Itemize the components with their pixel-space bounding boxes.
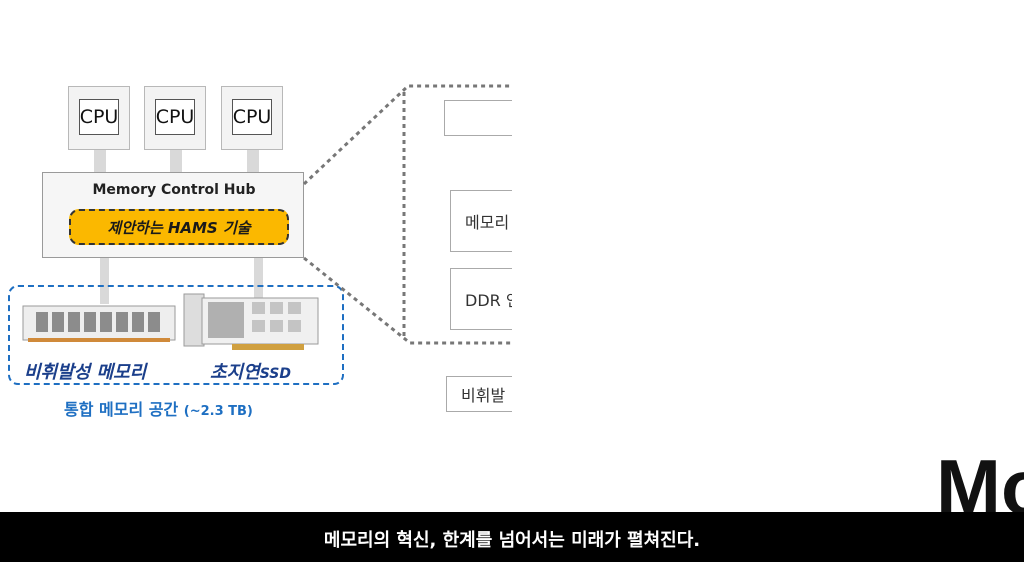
connector xyxy=(254,258,263,298)
logo: Mo xyxy=(930,440,1024,512)
detail-memory-box: 메모리 xyxy=(450,190,512,252)
connector xyxy=(94,150,106,172)
detail-nonvolatile-label: 비휘발 xyxy=(461,386,506,405)
hub-title: Memory Control Hub xyxy=(92,182,256,198)
unified-memory-caption: 통합 메모리 공간 (~2.3 TB) xyxy=(64,396,253,420)
detail-memory-label: 메모리 xyxy=(465,213,510,232)
ssd-card-icon xyxy=(183,293,319,350)
cpu-chip: CPU xyxy=(68,86,130,150)
detail-ddr-label: DDR 인 xyxy=(465,291,512,310)
ssd-label-korean: 초지연 xyxy=(210,362,260,383)
unified-memory-capacity: (~2.3 TB) xyxy=(183,404,253,419)
cpu-label: CPU xyxy=(155,99,195,135)
subtitle-text: 메모리의 혁신, 한계를 넘어서는 미래가 펼쳐진다. xyxy=(323,530,701,551)
nonvolatile-memory-label: 비휘발성 메모리 xyxy=(24,362,147,383)
connector xyxy=(170,150,182,172)
unified-memory-group xyxy=(8,285,344,385)
detail-top-box xyxy=(444,100,512,136)
cpu-chip: CPU xyxy=(144,86,206,150)
ssd-label: 초지연SSD xyxy=(210,358,291,384)
detail-panel: 메모리 DDR 인 비휘발 xyxy=(402,80,512,420)
hams-technology-badge: 제안하는 HAMS 기술 xyxy=(69,209,289,245)
connector xyxy=(100,258,109,304)
memory-control-hub: Memory Control Hub 제안하는 HAMS 기술 xyxy=(42,172,304,258)
cpu-label: CPU xyxy=(79,99,119,135)
subtitle-bar xyxy=(0,512,1024,562)
detail-ddr-box: DDR 인 xyxy=(450,268,512,330)
cpu-label: CPU xyxy=(232,99,272,135)
detail-nonvolatile-box: 비휘발 xyxy=(446,376,512,412)
cpu-chip: CPU xyxy=(221,86,283,150)
unified-memory-label: 통합 메모리 공간 xyxy=(64,400,179,419)
logo-text: Mo xyxy=(936,443,1024,512)
connector xyxy=(247,150,259,172)
ssd-label-english: SSD xyxy=(259,366,291,382)
nonvolatile-memory-module-icon xyxy=(22,305,176,342)
